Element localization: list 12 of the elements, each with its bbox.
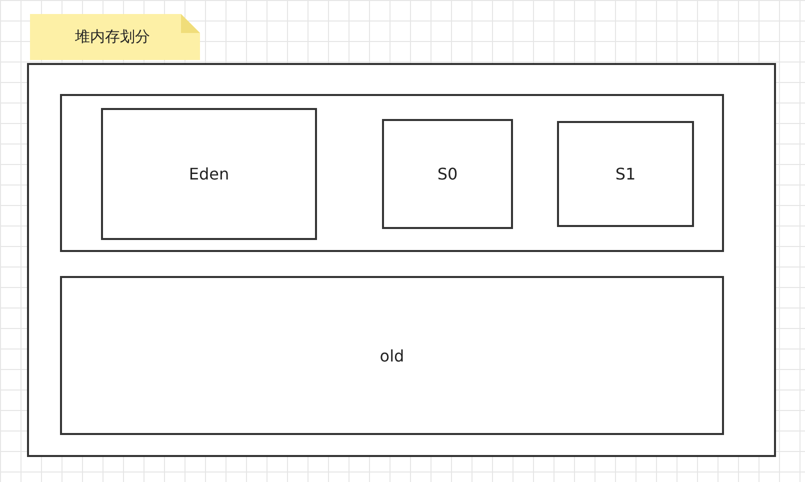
memory-region-box bbox=[382, 119, 513, 229]
container-box bbox=[60, 94, 724, 252]
memory-region-box bbox=[60, 276, 724, 435]
memory-region-box bbox=[557, 121, 694, 227]
container-box bbox=[27, 63, 776, 457]
memory-region-box bbox=[101, 108, 317, 240]
region-label: old bbox=[378, 346, 406, 365]
sticky-note bbox=[30, 14, 200, 60]
region-label: Eden bbox=[188, 164, 230, 184]
region-label: S0 bbox=[436, 164, 459, 184]
region-label: 堆内存划分 bbox=[74, 28, 151, 46]
region-label: S1 bbox=[614, 164, 637, 184]
